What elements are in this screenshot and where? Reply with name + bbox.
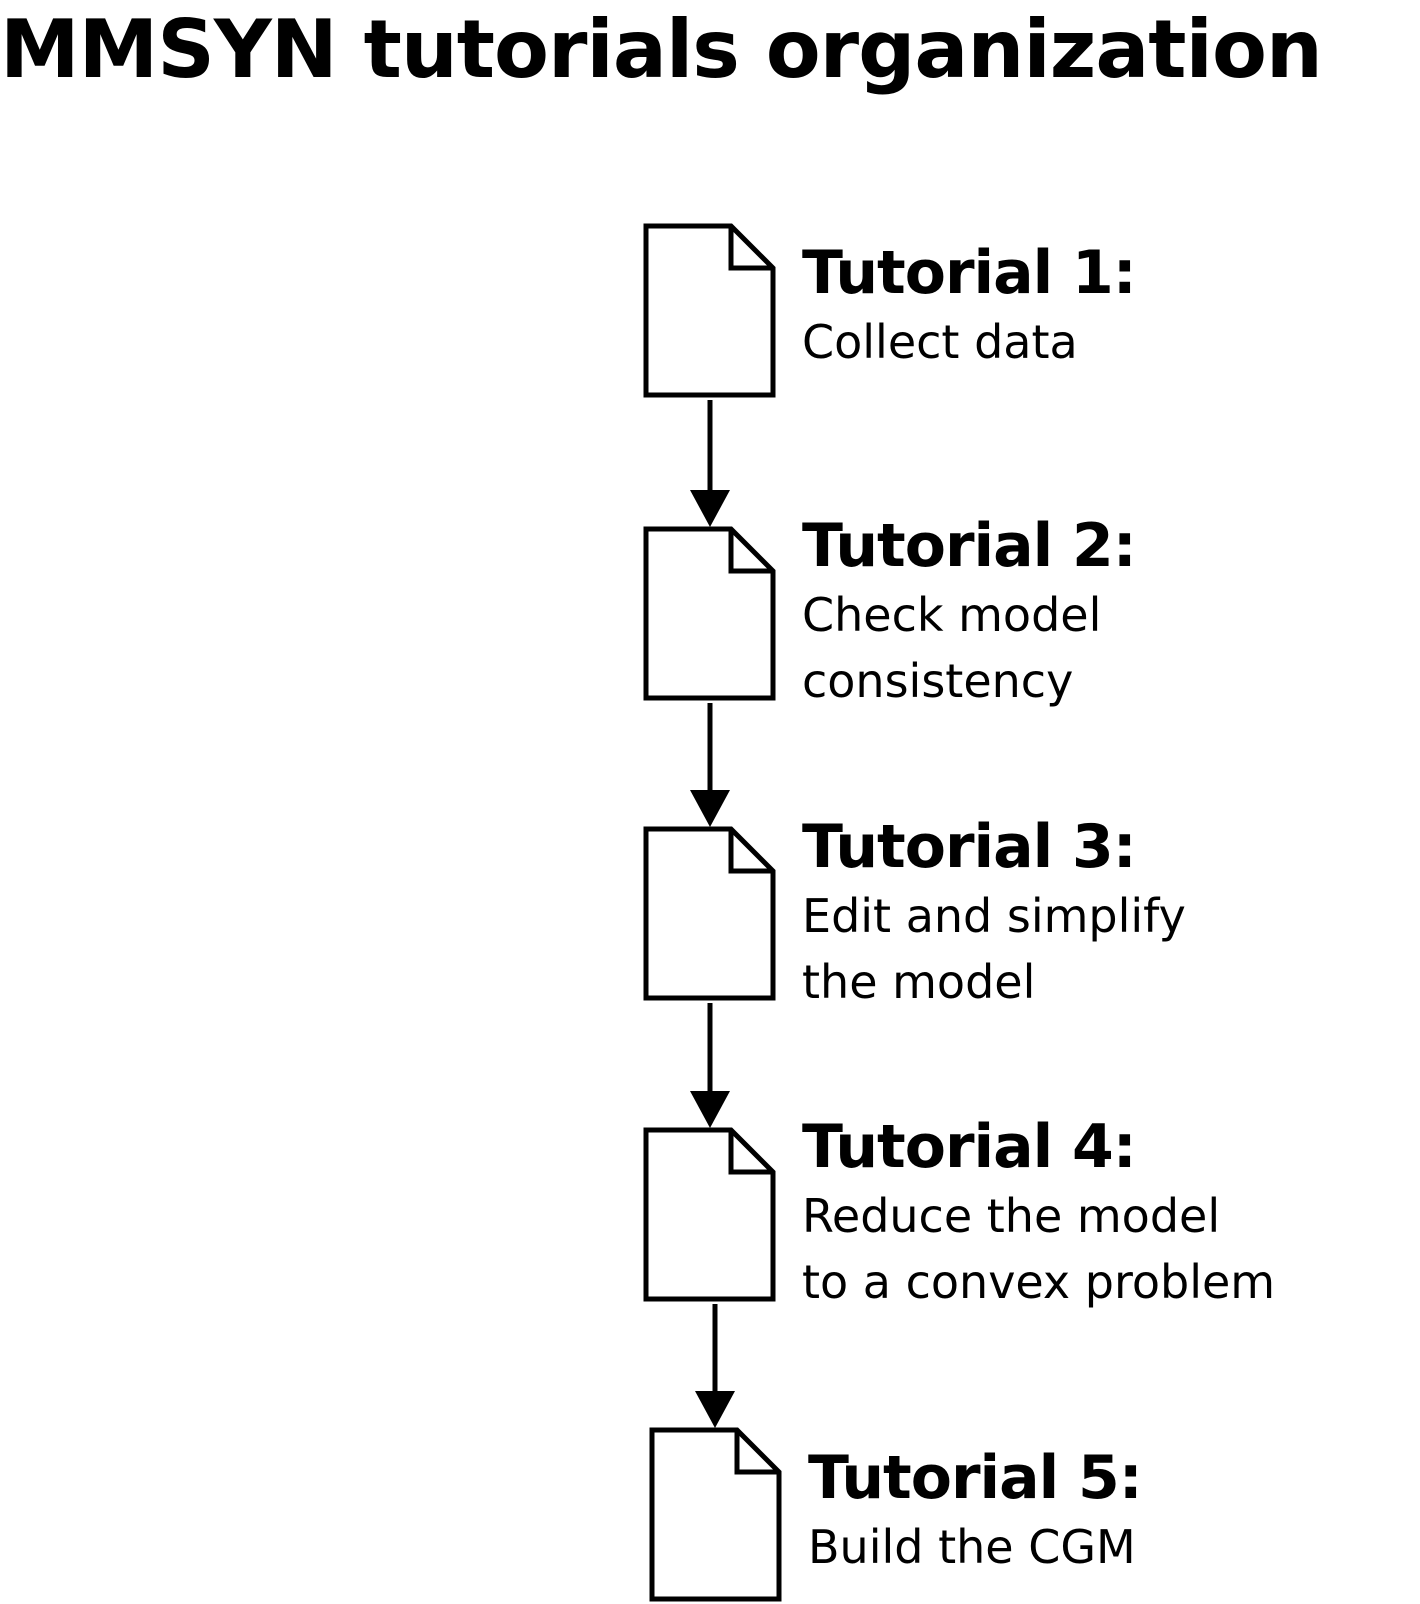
tutorial-4-text: Tutorial 4: Reduce the model to a convex… xyxy=(802,1111,1275,1315)
tutorial-description: Build the CGM xyxy=(808,1520,1136,1574)
arrow-down-icon xyxy=(690,703,730,827)
tutorial-heading: Tutorial 2: xyxy=(802,511,1137,581)
tutorial-description: the model xyxy=(802,955,1036,1009)
document-icon xyxy=(643,826,776,1001)
tutorial-heading: Tutorial 4: xyxy=(802,1112,1137,1182)
tutorial-description: Check model xyxy=(802,588,1102,642)
arrow-down-icon xyxy=(695,1304,735,1428)
page-title: MMSYN tutorials organization xyxy=(0,3,1323,96)
tutorial-description: Reduce the model xyxy=(802,1189,1221,1243)
tutorial-heading: Tutorial 5: xyxy=(808,1443,1143,1513)
tutorial-description: to a convex problem xyxy=(802,1255,1276,1309)
tutorial-description: consistency xyxy=(802,654,1074,708)
tutorial-2-text: Tutorial 2: Check model consistency xyxy=(802,510,1137,714)
tutorial-5-text: Tutorial 5: Build the CGM xyxy=(808,1442,1143,1580)
tutorial-heading: Tutorial 3: xyxy=(802,812,1137,882)
document-icon xyxy=(643,223,776,398)
document-icon xyxy=(649,1427,782,1602)
tutorial-heading: Tutorial 1: xyxy=(802,238,1137,308)
tutorial-1-text: Tutorial 1: Collect data xyxy=(802,237,1137,375)
tutorial-description: Collect data xyxy=(802,315,1078,369)
document-icon xyxy=(643,1127,776,1302)
arrow-down-icon xyxy=(690,1003,730,1128)
tutorial-description: Edit and simplify xyxy=(802,889,1186,943)
arrow-down-icon xyxy=(690,400,730,527)
document-icon xyxy=(643,526,776,701)
tutorial-3-text: Tutorial 3: Edit and simplify the model xyxy=(802,811,1186,1015)
